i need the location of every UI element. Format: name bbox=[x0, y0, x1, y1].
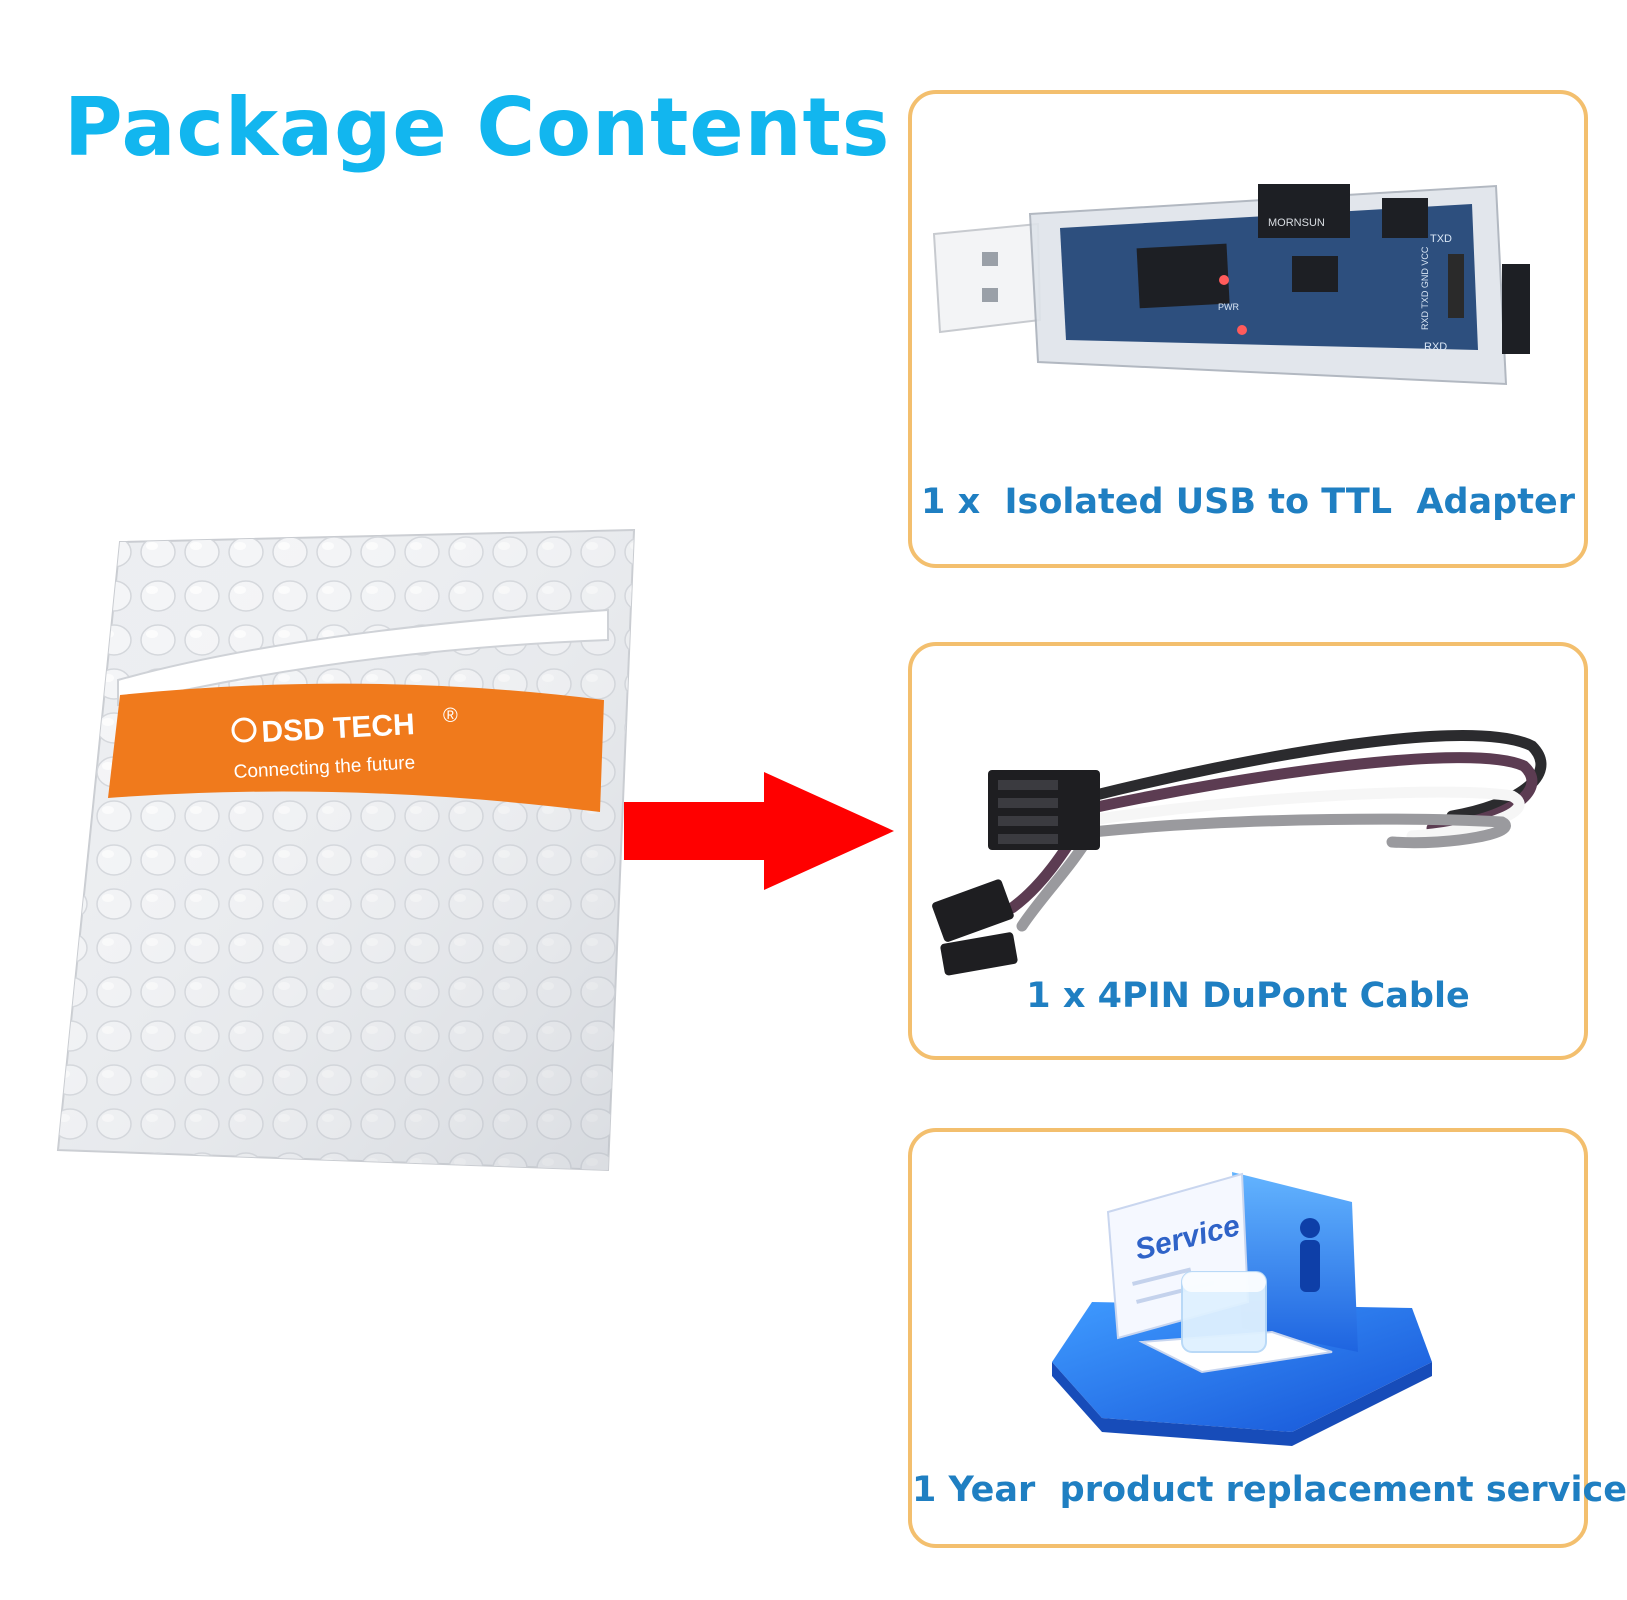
brand-registered: ® bbox=[443, 705, 458, 727]
pwr-label: PWR bbox=[1218, 302, 1239, 312]
brand-name: DSD TECH bbox=[261, 708, 416, 749]
bubble-mailer-image: DSD TECH ® Connecting the future bbox=[56, 528, 636, 1172]
service-icon: Service bbox=[1052, 1172, 1432, 1446]
chip-label: MORNSUN bbox=[1268, 217, 1325, 229]
orange-band bbox=[108, 683, 604, 812]
txd-label: TXD bbox=[1430, 233, 1452, 245]
right-arrow-icon bbox=[624, 772, 894, 890]
package-item-service: Service 1 Year product replacement servi… bbox=[908, 1128, 1627, 1548]
rxd-label: RXD bbox=[1424, 341, 1447, 353]
item-caption-adapter: 1 x Isolated USB to TTL Adapter bbox=[921, 482, 1575, 522]
dsd-tech-logo: DSD TECH ® Connecting the future bbox=[231, 705, 458, 783]
page-title: Package Contents bbox=[64, 81, 891, 174]
dupont-cable-icon bbox=[932, 730, 1547, 976]
pin-labels: RXD TXD GND VCC bbox=[1420, 246, 1430, 330]
usb-ttl-adapter-icon: MORNSUN TXD RXD RXD TXD GND VCC PWR bbox=[932, 184, 1530, 386]
item-caption-cable: 1 x 4PIN DuPont Cable bbox=[1026, 976, 1470, 1016]
package-item-cable: 1 x 4PIN DuPont Cable bbox=[908, 642, 1588, 1060]
package-item-adapter: MORNSUN TXD RXD RXD TXD GND VCC PWR 1 x … bbox=[908, 90, 1588, 568]
item-caption-service: 1 Year product replacement service bbox=[912, 1470, 1627, 1510]
